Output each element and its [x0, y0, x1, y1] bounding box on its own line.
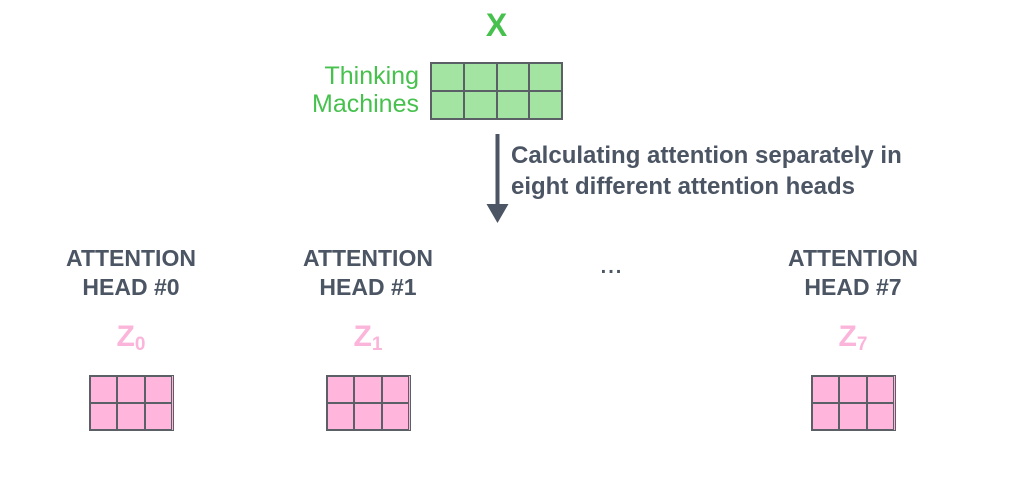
- attention-head-7-label: ATTENTION HEAD #7: [758, 244, 948, 302]
- z7-matrix-grid: [810, 375, 896, 431]
- matrix-cell: [354, 376, 382, 403]
- matrix-cell: [381, 403, 410, 430]
- input-row-label-thinking: Thinking: [324, 62, 420, 90]
- z7-subscript: 7: [856, 334, 868, 355]
- attention-head-1: ATTENTION HEAD #1 Z1: [273, 244, 463, 431]
- attention-head-0-label-line1: ATTENTION: [66, 245, 196, 271]
- z0-label: Z0: [36, 320, 226, 362]
- z7-label: Z7: [758, 320, 948, 362]
- matrix-cell: [839, 376, 867, 403]
- z1-base: Z: [353, 320, 372, 353]
- matrix-cell: [463, 63, 497, 91]
- matrix-cell: [839, 403, 867, 430]
- matrix-cell: [144, 403, 173, 430]
- z1-subscript: 1: [371, 334, 383, 355]
- input-row-label-machines: Machines: [312, 90, 419, 118]
- matrix-cell: [496, 63, 530, 91]
- attention-head-0-label-line2: HEAD #0: [82, 274, 180, 300]
- attention-head-7-label-line1: ATTENTION: [788, 245, 918, 271]
- matrix-cell: [463, 91, 497, 119]
- matrix-cell: [496, 91, 530, 119]
- attention-head-7-label-line2: HEAD #7: [804, 274, 902, 300]
- matrix-cell: [89, 403, 118, 430]
- z7-base: Z: [838, 320, 857, 353]
- matrix-cell: [117, 376, 145, 403]
- input-row-labels: Thinking Machines: [239, 62, 419, 118]
- input-matrix-grid: [430, 62, 563, 120]
- arrow-caption-line1: Calculating attention separately in: [511, 142, 902, 169]
- matrix-cell: [117, 403, 145, 430]
- heads-ellipsis: ...: [600, 256, 624, 278]
- z1-matrix-grid: [325, 375, 411, 431]
- matrix-cell: [529, 91, 562, 119]
- matrix-cell: [326, 376, 355, 403]
- z1-label: Z1: [273, 320, 463, 362]
- arrow-caption: Calculating attention separately in eigh…: [511, 140, 902, 202]
- z0-subscript: 0: [134, 334, 146, 355]
- matrix-cell: [431, 63, 464, 91]
- attention-head-1-label-line1: ATTENTION: [303, 245, 433, 271]
- matrix-cell: [866, 376, 895, 403]
- down-arrow-icon: [486, 134, 509, 223]
- matrix-cell: [89, 376, 118, 403]
- input-matrix-title: X: [485, 7, 508, 43]
- matrix-cell: [431, 91, 464, 119]
- matrix-cell: [811, 403, 840, 430]
- z0-base: Z: [116, 320, 135, 353]
- matrix-cell: [326, 403, 355, 430]
- matrix-cell: [866, 403, 895, 430]
- attention-head-1-label: ATTENTION HEAD #1: [273, 244, 463, 302]
- matrix-cell: [354, 403, 382, 430]
- matrix-cell: [529, 63, 562, 91]
- z0-matrix-grid: [88, 375, 174, 431]
- matrix-cell: [811, 376, 840, 403]
- attention-head-0: ATTENTION HEAD #0 Z0: [36, 244, 226, 431]
- attention-head-0-label: ATTENTION HEAD #0: [36, 244, 226, 302]
- attention-head-7: ATTENTION HEAD #7 Z7: [758, 244, 948, 431]
- matrix-cell: [381, 376, 410, 403]
- attention-head-1-label-line2: HEAD #1: [319, 274, 417, 300]
- matrix-cell: [144, 376, 173, 403]
- arrow-caption-line2: eight different attention heads: [511, 173, 856, 200]
